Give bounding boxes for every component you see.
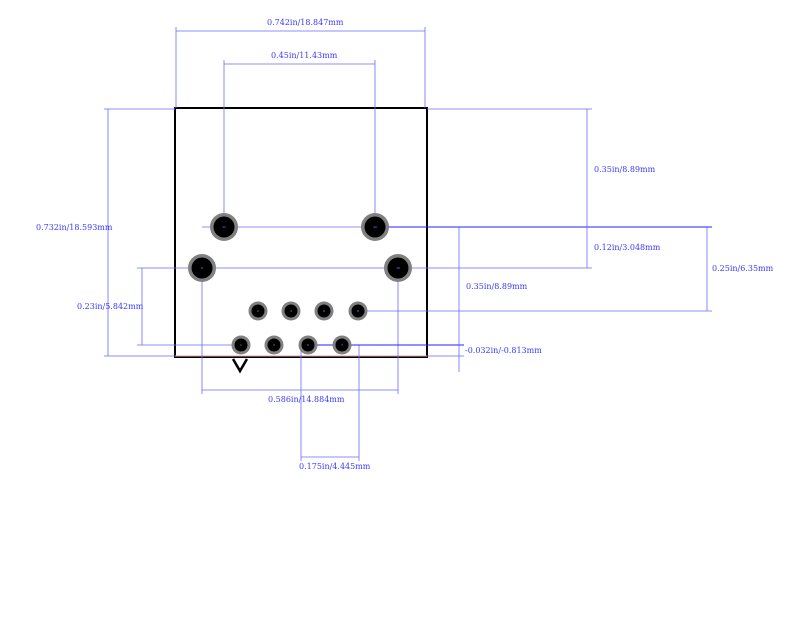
dim-pin-pitch: 0.175in/4.445mm xyxy=(299,462,371,471)
pin1-marker xyxy=(231,358,249,374)
dim-mount-bottom-to-row: 0.23in/5.842mm xyxy=(77,302,144,311)
pad-label: 4 xyxy=(290,309,292,313)
dim-overall-height: 0.732in/18.593mm xyxy=(36,223,113,232)
pad-label: 2 xyxy=(257,309,259,313)
dim-top-to-mount: 0.35in/8.89mm xyxy=(594,165,656,174)
pad-label: 3 xyxy=(273,343,275,347)
pad-label: 5 xyxy=(307,343,309,347)
signal-pads xyxy=(231,301,368,355)
pad-label: 12 xyxy=(373,225,377,229)
dim-overall-width: 0.742in/18.847mm xyxy=(267,18,344,27)
dimension-lines xyxy=(107,30,708,458)
pad-label: 1 xyxy=(240,343,242,347)
dim-mount-bottom-spacing: 0.586in/14.884mm xyxy=(268,395,345,404)
pad-label: 10 xyxy=(396,266,400,270)
dim-mount-to-pin-row2: 0.25in/6.35mm xyxy=(712,264,774,273)
dim-mount-row-offset: 0.12in/3.048mm xyxy=(594,243,661,252)
mounting-pads xyxy=(188,213,412,282)
dim-mount-top-spacing: 0.45in/11.43mm xyxy=(271,51,338,60)
pad-label: 9 xyxy=(201,266,203,270)
pad-label: 8 xyxy=(357,309,359,313)
dim-mount-to-pin-row1: 0.35in/8.89mm xyxy=(466,282,528,291)
dim-pin-row-to-edge: -0.032in/-0.813mm xyxy=(465,346,542,355)
pad-label: 6 xyxy=(323,309,325,313)
pad-label: 7 xyxy=(341,343,343,347)
pad-label: 11 xyxy=(222,225,226,229)
